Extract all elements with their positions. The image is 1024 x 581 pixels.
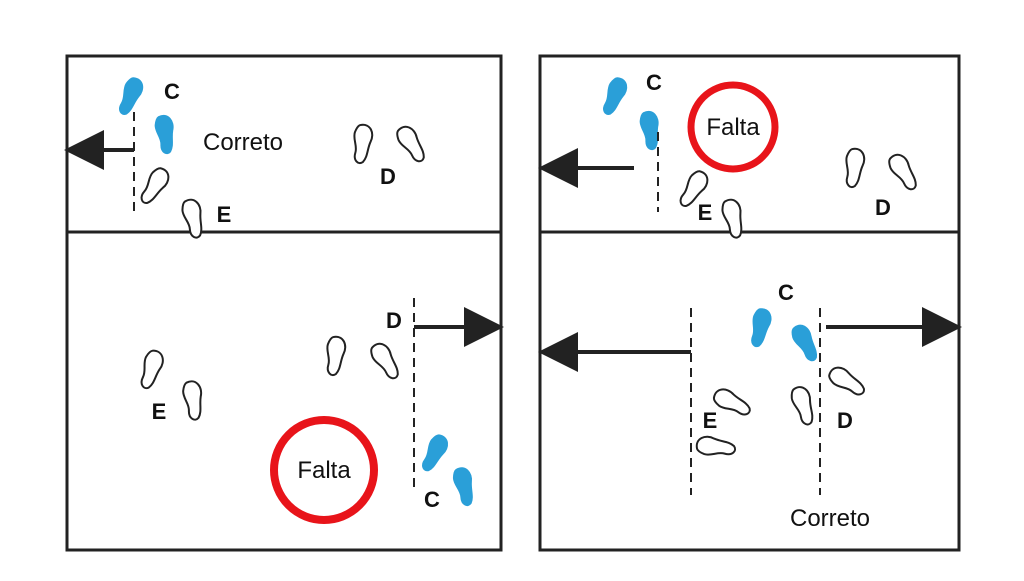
foul-circle <box>687 81 779 173</box>
right-board <box>538 54 961 552</box>
player-e-label: E <box>216 202 232 227</box>
player-d-label: D <box>380 164 396 189</box>
panel-top-left <box>64 74 430 241</box>
player-e-foot-2 <box>181 379 205 422</box>
player-d-label: D <box>386 308 402 333</box>
player-d-foot-2 <box>825 362 869 402</box>
verdict-foul-label: Falta <box>706 114 760 141</box>
player-e-foot-2 <box>694 434 738 461</box>
player-d-label: D <box>837 408 853 433</box>
player-c-label: C <box>646 70 662 95</box>
player-c-foot-1 <box>416 431 452 475</box>
player-c-foot-2 <box>451 465 477 508</box>
player-c-foot-1 <box>745 306 774 350</box>
player-d-foot-1 <box>321 334 348 378</box>
player-c-foot-1 <box>597 74 631 119</box>
panel-bottom-left <box>134 298 504 524</box>
panel-top-right <box>538 74 922 241</box>
player-d-label: D <box>875 195 891 220</box>
player-d-foot-1 <box>348 122 375 166</box>
verdict-correct-label: Correto <box>789 505 871 532</box>
player-e-foot-1 <box>710 384 755 422</box>
player-c-label: C <box>424 487 440 512</box>
player-e-foot-1 <box>134 164 174 208</box>
player-c-foot-1 <box>113 74 147 119</box>
verdict-correct-label: Correto <box>202 129 284 156</box>
player-c-label: C <box>778 280 794 305</box>
player-d-foot-2 <box>884 150 922 195</box>
player-c-foot-2 <box>153 114 176 155</box>
panel-bottom-right <box>538 306 962 495</box>
foul-circle <box>270 416 378 524</box>
player-e-label: E <box>697 200 713 225</box>
player-d-foot-1 <box>840 146 867 190</box>
player-e-label: E <box>151 399 167 424</box>
left-board <box>65 54 503 552</box>
player-e-foot-1 <box>134 347 167 392</box>
player-c-foot-2 <box>638 110 661 151</box>
player-c-foot-2 <box>788 321 822 365</box>
player-c-label: C <box>164 79 180 104</box>
verdict-foul-label: Falta <box>297 457 351 484</box>
player-d-foot-2 <box>392 122 430 167</box>
player-d-foot-1 <box>788 383 818 428</box>
player-e-label: E <box>702 408 718 433</box>
player-d-foot-2 <box>366 339 404 384</box>
